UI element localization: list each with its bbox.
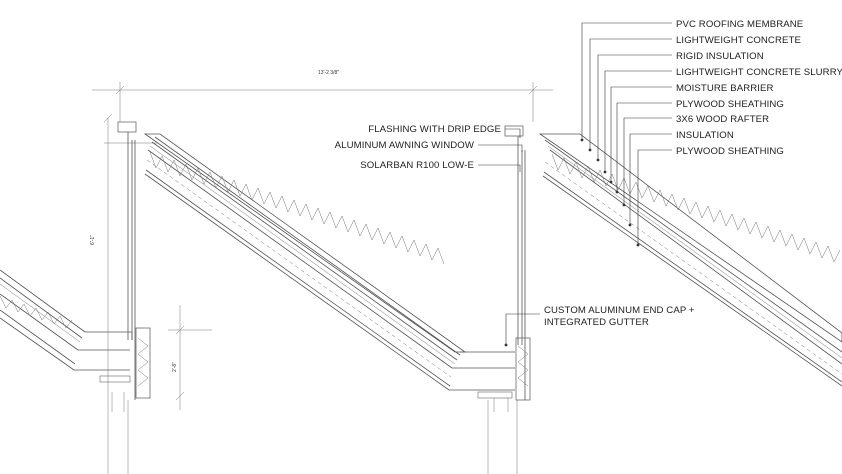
label-end-cap-line1: CUSTOM ALUMINUM END CAP + bbox=[544, 305, 695, 316]
leader-dots bbox=[504, 138, 640, 347]
label-pvc-roofing-membrane: PVC ROOFING MEMBRANE bbox=[676, 19, 803, 30]
roof-assembly-right bbox=[538, 133, 842, 387]
label-plywood-sheathing-bottom: PLYWOOD SHEATHING bbox=[676, 146, 784, 157]
label-awning-window: ALUMINUM AWNING WINDOW bbox=[335, 140, 475, 151]
roof-assembly-middle bbox=[143, 133, 467, 391]
label-flashing: FLASHING WITH DRIP EDGE bbox=[368, 124, 501, 135]
window-left bbox=[107, 121, 151, 474]
label-moisture-barrier: MOISTURE BARRIER bbox=[676, 83, 774, 94]
label-glass: SOLARBAN R100 LOW-E bbox=[360, 160, 474, 171]
dimension-lines bbox=[92, 82, 553, 410]
dimension-span: 13'-2 3/8" bbox=[318, 70, 339, 76]
leader-lines bbox=[478, 22, 672, 345]
label-lightweight-concrete: LIGHTWEIGHT CONCRETE bbox=[676, 35, 801, 46]
label-lightweight-concrete-slurry: LIGHTWEIGHT CONCRETE SLURRY bbox=[676, 67, 842, 78]
window-right bbox=[449, 125, 531, 474]
label-plywood-sheathing-top: PLYWOOD SHEATHING bbox=[676, 99, 784, 110]
dimension-cap-height: 2'-8" bbox=[172, 362, 178, 372]
roof-assembly-left bbox=[0, 269, 133, 383]
dimension-window-height: 6'-1" bbox=[90, 235, 96, 245]
label-rigid-insulation: RIGID INSULATION bbox=[676, 51, 764, 62]
label-wood-rafter: 3X6 WOOD RAFTER bbox=[676, 114, 769, 125]
label-insulation: INSULATION bbox=[676, 130, 734, 141]
label-end-cap-line2: INTEGRATED GUTTER bbox=[544, 317, 649, 328]
